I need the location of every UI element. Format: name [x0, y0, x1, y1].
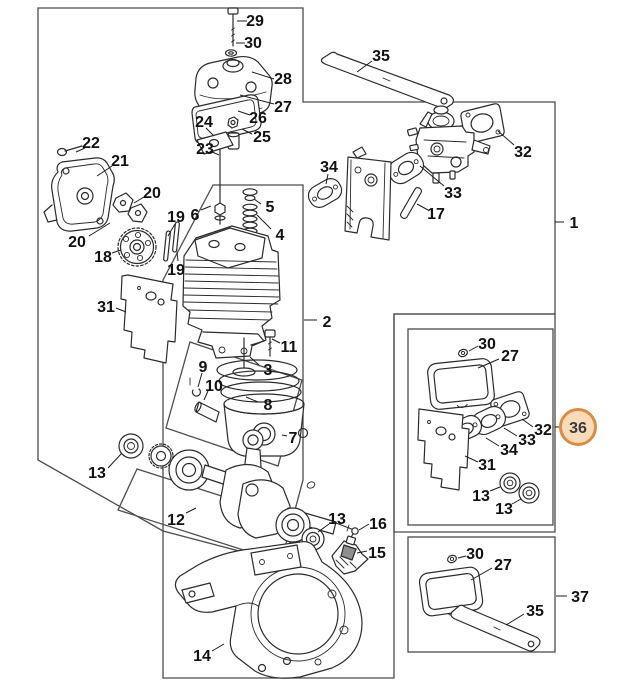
part-label-25[interactable]: 25: [253, 129, 271, 146]
intake-elbow-15-drawing: [331, 535, 369, 575]
group-label-1[interactable]: 1: [570, 215, 579, 232]
part-label-13b-set36[interactable]: 13: [495, 501, 513, 518]
part-label-15[interactable]: 15: [368, 545, 386, 562]
part-label-24[interactable]: 24: [195, 114, 213, 131]
valve-cover-21-drawing: [43, 157, 115, 232]
part-label-19-top[interactable]: 19: [167, 209, 185, 226]
seal-13-left-drawing: [118, 433, 144, 459]
piston-group-7-box: [165, 341, 303, 467]
bearing-13-mid-drawing: [168, 449, 210, 491]
flange-gasket-34-drawing: [307, 178, 343, 208]
scraper-35-top-drawing: [320, 51, 455, 110]
piston-pin-10-drawing: [194, 401, 220, 423]
piston-rings-drawing: [216, 359, 302, 403]
part-label-18[interactable]: 18: [94, 249, 112, 266]
part-label-6[interactable]: 6: [191, 207, 200, 224]
part-label-22[interactable]: 22: [82, 135, 100, 152]
part-label-9[interactable]: 9: [199, 359, 208, 376]
part-label-19-bottom[interactable]: 19: [167, 262, 185, 279]
part-label-34-set36[interactable]: 34: [500, 442, 518, 459]
part-label-4[interactable]: 4: [276, 227, 285, 244]
selected-part-highlight[interactable]: 36: [559, 408, 597, 446]
gasket-set-36-outer-box: [393, 313, 556, 533]
part-label-14[interactable]: 14: [193, 648, 211, 665]
part-label-27[interactable]: 27: [274, 99, 292, 116]
part-label-35-set37[interactable]: 35: [526, 603, 544, 620]
part-label-10[interactable]: 10: [205, 378, 223, 395]
cam-gear-18-drawing: [117, 227, 157, 267]
valve-spring-4-drawing: [242, 203, 258, 235]
stud-6-drawing: [214, 185, 226, 225]
part-label-31[interactable]: 31: [97, 299, 115, 316]
gasket-set-37-box: [407, 536, 556, 653]
part-label-20-left[interactable]: 20: [68, 234, 86, 251]
part-label-35-top[interactable]: 35: [372, 48, 390, 65]
pin-19-drawings: [163, 221, 180, 262]
intake-gasket-33-drawing: [387, 151, 425, 185]
bolt-29-drawing: [227, 7, 239, 47]
part-label-30[interactable]: 30: [244, 35, 262, 52]
part-label-28[interactable]: 28: [274, 71, 292, 88]
baffle-plate-31-drawing: [120, 274, 178, 364]
heat-shield-drawing: [344, 146, 392, 241]
group-label-12[interactable]: 12: [167, 512, 185, 529]
part-label-32-set36[interactable]: 32: [534, 422, 552, 439]
part-label-26[interactable]: 26: [249, 110, 267, 127]
part-label-33-set36[interactable]: 33: [518, 432, 536, 449]
part-label-33-top[interactable]: 33: [444, 185, 462, 202]
part-label-16[interactable]: 16: [369, 516, 387, 533]
part-label-23[interactable]: 23: [196, 141, 214, 158]
part-label-13-left[interactable]: 13: [88, 465, 106, 482]
circlip-9-drawing: [189, 377, 202, 397]
callout-labels: 29 30 28 27 26 25 24 23 22 21 20 20 18 1…: [68, 13, 589, 665]
part-label-3[interactable]: 3: [264, 362, 273, 379]
rocker-arm-20-left-drawing: [127, 203, 148, 223]
group-label-2[interactable]: 2: [323, 314, 332, 331]
gasket-set-37-content: [418, 554, 541, 652]
part-label-11[interactable]: 11: [281, 339, 298, 356]
screw-22-drawing: [56, 145, 83, 157]
group-label-7[interactable]: 7: [289, 430, 298, 447]
part-label-8[interactable]: 8: [264, 397, 273, 414]
part-label-30-set37[interactable]: 30: [466, 546, 484, 563]
crankcase-14-drawing: [174, 541, 363, 679]
part-label-29[interactable]: 29: [246, 13, 264, 30]
part-label-31-set36[interactable]: 31: [478, 457, 496, 474]
group-label-36[interactable]: 36: [569, 420, 587, 437]
part-label-34-top[interactable]: 34: [320, 159, 338, 176]
carburetor-drawing: [406, 105, 491, 184]
part-label-13-right[interactable]: 13: [328, 511, 346, 528]
part-label-5[interactable]: 5: [266, 199, 275, 216]
group-label-37[interactable]: 37: [571, 589, 589, 606]
part-label-17[interactable]: 17: [427, 206, 445, 223]
gasket-set-36-inner-box: [407, 328, 554, 526]
gasket-set-36-content: [417, 348, 540, 504]
part-label-30-set36[interactable]: 30: [478, 336, 496, 353]
part-label-13a-set36[interactable]: 13: [472, 488, 490, 505]
pin-17-drawing: [399, 187, 423, 219]
washer-30-drawing: [224, 49, 238, 57]
part-label-20-right[interactable]: 20: [143, 185, 161, 202]
crank-gear-drawing: [148, 443, 174, 469]
bearing-13-right-drawing: [275, 507, 311, 543]
part-label-27-set36[interactable]: 27: [501, 348, 519, 365]
nut-26-drawing: [227, 116, 239, 129]
cylinder-2-drawing: [182, 225, 281, 359]
highlight-circle[interactable]: [559, 408, 597, 446]
spring-retainer-5-drawing: [242, 188, 258, 202]
bracket-24-drawing: [196, 131, 234, 155]
part-label-32-top[interactable]: 32: [514, 144, 532, 161]
bolt-11-drawing: [264, 329, 276, 357]
leader-lines: [75, 20, 534, 652]
part-label-27-set37[interactable]: 27: [494, 557, 512, 574]
part-label-21[interactable]: 21: [111, 153, 129, 170]
